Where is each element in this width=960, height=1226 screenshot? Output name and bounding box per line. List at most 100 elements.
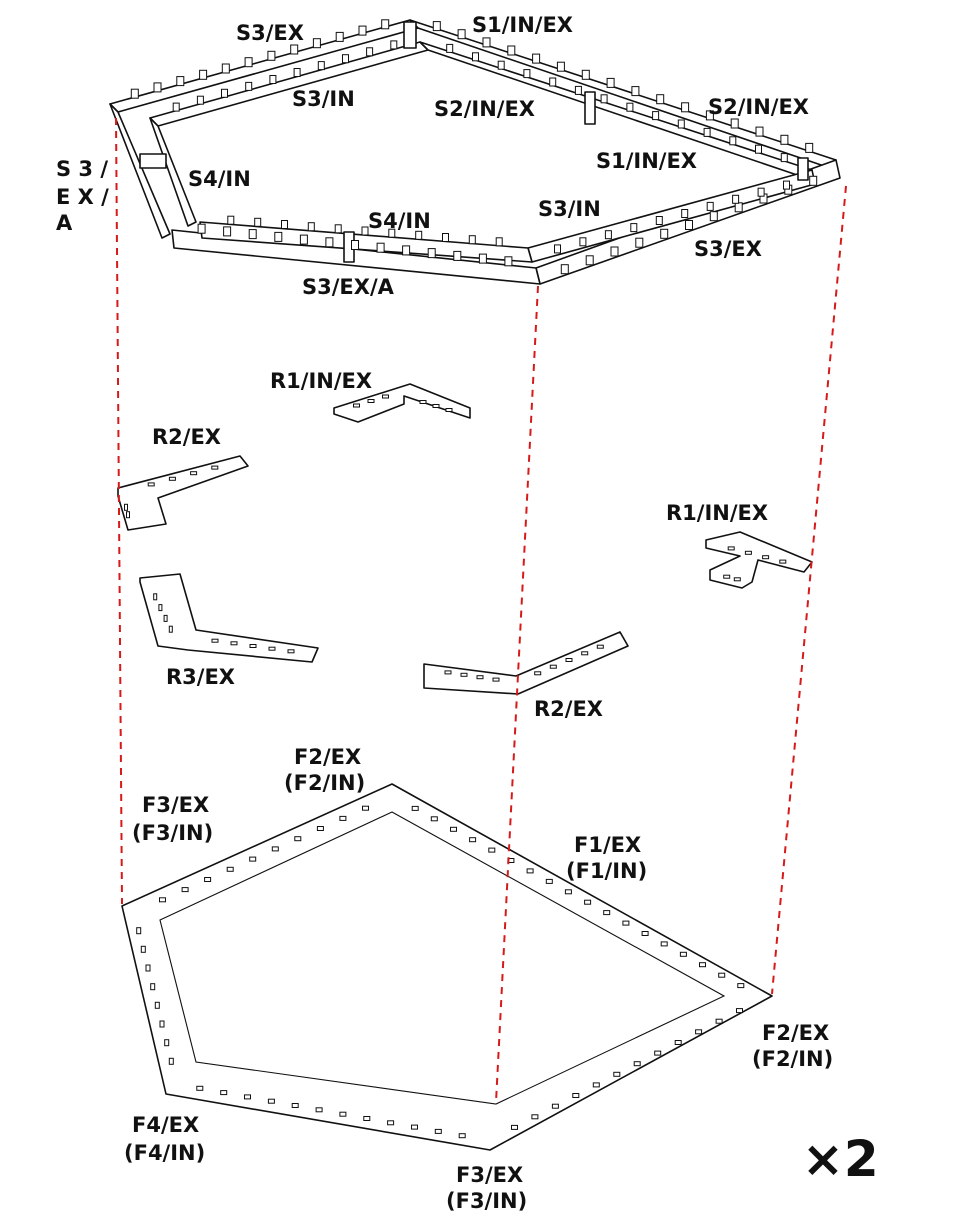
roof-slot <box>460 672 468 677</box>
label-r3-ex: R3/EX <box>166 665 235 689</box>
label-s1-in-ex-top: S1/IN/EX <box>472 13 573 37</box>
label-s3-in-top: S3/IN <box>292 87 355 111</box>
wall-tab <box>227 215 235 225</box>
wall-outer-top-right <box>409 19 837 169</box>
wall-tab <box>269 75 277 84</box>
floor-slot <box>695 1029 703 1035</box>
roof-r3-ex <box>139 573 319 663</box>
wall-tab <box>660 228 669 239</box>
roof-slot <box>445 408 453 412</box>
wall-tab <box>293 68 301 77</box>
wall-tab <box>130 88 139 99</box>
roof-slot <box>168 476 176 481</box>
wall-tab <box>783 180 790 190</box>
floor-slot <box>316 826 324 831</box>
wall-outer-left <box>109 103 171 239</box>
label-f1-in: (F1/IN) <box>566 859 647 883</box>
roof-slot <box>444 670 452 675</box>
label-r1-in-ex-right: R1/IN/EX <box>666 501 768 525</box>
wall-tab <box>342 54 349 64</box>
wall-tab <box>507 45 516 56</box>
floor-slot <box>159 897 166 903</box>
floor-slot <box>362 805 369 811</box>
wall-tab <box>446 43 454 53</box>
floor-slot <box>430 816 438 822</box>
wall-tab <box>325 237 334 248</box>
wall-tab <box>585 255 594 266</box>
label-r1-in-ex-top: R1/IN/EX <box>270 369 372 393</box>
wall-tab <box>197 223 206 234</box>
roof-slot <box>432 404 440 408</box>
floor-slot <box>159 1020 165 1028</box>
roof-pieces <box>117 383 813 695</box>
roof-slot <box>419 400 427 404</box>
wall-tab <box>402 245 411 256</box>
wall-tab <box>307 222 315 232</box>
wall-tab <box>248 229 257 240</box>
floor-slot <box>145 964 151 972</box>
label-s4-in-left: S4/IN <box>188 167 251 191</box>
floor-slot <box>387 1120 395 1126</box>
label-r2-ex-right: R2/EX <box>534 697 603 721</box>
wall-tab <box>199 69 208 80</box>
wall-frame-assembly <box>109 19 841 285</box>
label-f4-ex: F4/EX <box>132 1113 199 1137</box>
wall-tab <box>532 53 541 64</box>
floor-slot <box>226 866 234 872</box>
wall-tab <box>478 253 487 264</box>
wall-tab <box>482 37 491 48</box>
floor-slot <box>168 1057 174 1065</box>
wall-finger-tabs <box>130 19 818 275</box>
wall-tab <box>705 110 714 121</box>
roof-r1-in-ex-top <box>333 383 471 423</box>
wall-tab <box>427 248 436 259</box>
floor-slot <box>294 836 302 842</box>
floor-frame-inner <box>159 811 726 1105</box>
wall-tab <box>376 242 385 253</box>
wall-tab <box>631 86 640 97</box>
wall-tab <box>730 118 739 129</box>
floor-labels: F2/EX (F2/IN) F3/EX (F3/IN) F1/EX (F1/IN… <box>124 745 833 1213</box>
guide-center <box>495 285 539 1103</box>
wall-tab <box>655 216 663 225</box>
roof-slot <box>762 555 770 560</box>
wall-tab <box>755 144 762 154</box>
wall-tab <box>317 61 325 71</box>
roof-slot <box>779 559 787 564</box>
wall-tab <box>635 237 644 248</box>
wall-tab <box>290 44 299 55</box>
wall-tab <box>706 201 714 211</box>
wall-tab <box>244 57 253 68</box>
floor-slot <box>718 972 726 978</box>
wall-tab <box>755 126 764 137</box>
wall-tab <box>757 187 765 197</box>
wall-tab <box>805 142 814 153</box>
quantity-multiplier: ×2 <box>802 1130 879 1188</box>
floor-slot <box>469 837 477 843</box>
roof-slot <box>367 399 375 403</box>
floor-slot <box>564 889 572 895</box>
floor-slot <box>267 1098 275 1104</box>
frame-labels: S3/EX S1/IN/EX S3/IN S2/IN/EX S2/IN/EX S… <box>56 13 809 299</box>
floor-slot <box>196 1085 204 1091</box>
guide-left <box>115 117 123 905</box>
label-f3-ex-bottom: F3/EX <box>456 1163 523 1187</box>
roof-r2-ex-right <box>423 631 629 695</box>
wall-tab <box>351 240 359 250</box>
roof-slot <box>249 644 257 648</box>
roof-slot <box>534 671 542 676</box>
roof-slot <box>287 649 295 654</box>
wall-tab <box>809 175 818 186</box>
roof-slot <box>723 574 731 579</box>
floor-slot <box>271 846 279 852</box>
label-s3-ex-a-left-line2: E X / <box>56 185 109 209</box>
floor-slot <box>458 1133 466 1139</box>
wall-tab <box>681 102 690 113</box>
wall-tab <box>381 19 390 30</box>
label-s3-ex-left: S3/EX <box>236 21 304 45</box>
roof-slot <box>353 403 360 408</box>
roof-slot <box>492 677 500 682</box>
floor-slot <box>434 1128 442 1134</box>
floor-slot <box>291 1103 299 1108</box>
roof-slot <box>158 604 163 612</box>
